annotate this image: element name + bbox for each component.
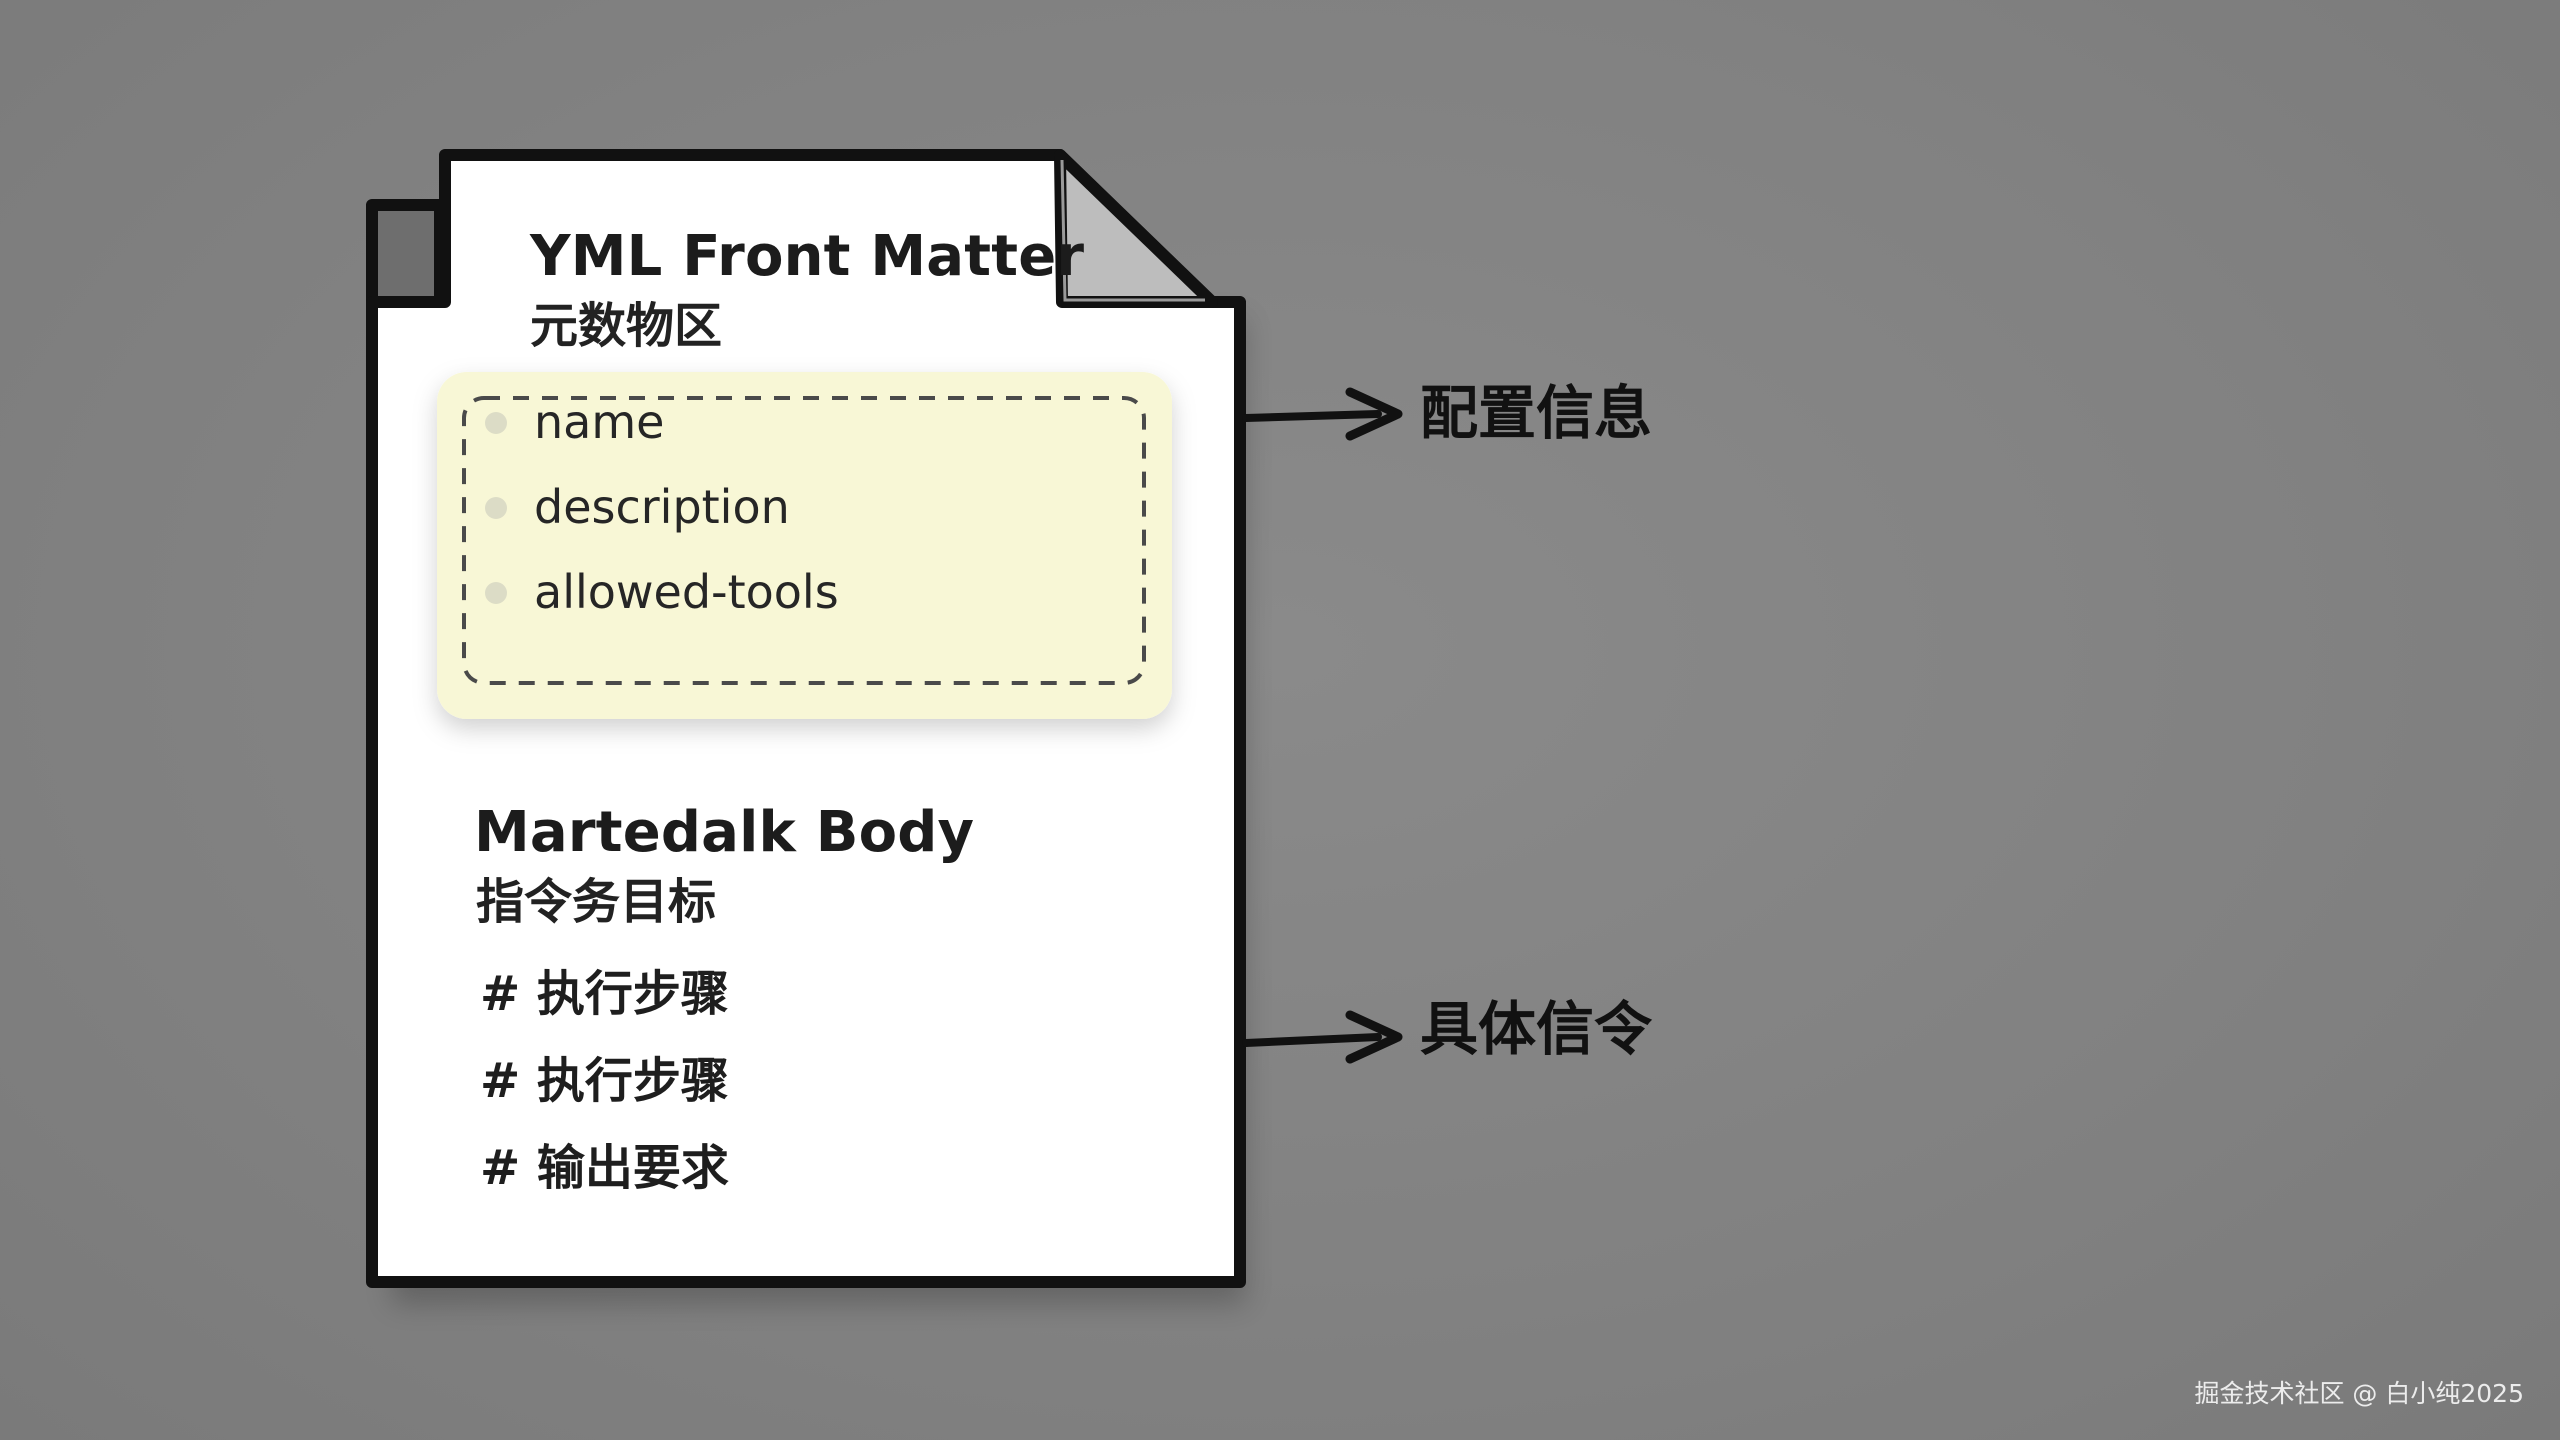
folded-corner-crease	[1060, 159, 1205, 302]
field-item-name: name	[534, 395, 665, 449]
field-bullet	[485, 582, 507, 604]
instructions-arrow-line	[1242, 1033, 1382, 1047]
field-item-allowed-tools: allowed-tools	[534, 565, 839, 619]
instructions-arrow-head	[1345, 1010, 1403, 1064]
callout-instructions: 具体信令	[1420, 995, 1653, 1063]
config-arrow-line	[1242, 410, 1382, 422]
front-matter-dashed-border	[462, 396, 1146, 685]
folded-corner	[1054, 149, 1218, 308]
body-step-item: # 执行步骤	[480, 1053, 729, 1109]
back-tab	[366, 199, 446, 308]
config-arrow-head	[1345, 387, 1403, 441]
front-matter-title: YML Front Matter	[530, 224, 1085, 289]
callout-config: 配置信息	[1420, 379, 1653, 447]
front-matter-subtitle: 元数物区	[530, 298, 723, 354]
front-matter-box	[437, 372, 1172, 719]
body-step-item: # 输出要求	[480, 1140, 729, 1196]
field-bullet	[485, 412, 507, 434]
field-item-description: description	[534, 480, 790, 534]
body-subtitle: 指令务目标	[476, 874, 717, 930]
field-bullet	[485, 497, 507, 519]
body-step-item: # 执行步骤	[480, 966, 729, 1022]
watermark: 掘金技术社区 @ 白小纯2025	[2194, 1379, 2524, 1408]
body-title: Martedalk Body	[474, 800, 975, 865]
